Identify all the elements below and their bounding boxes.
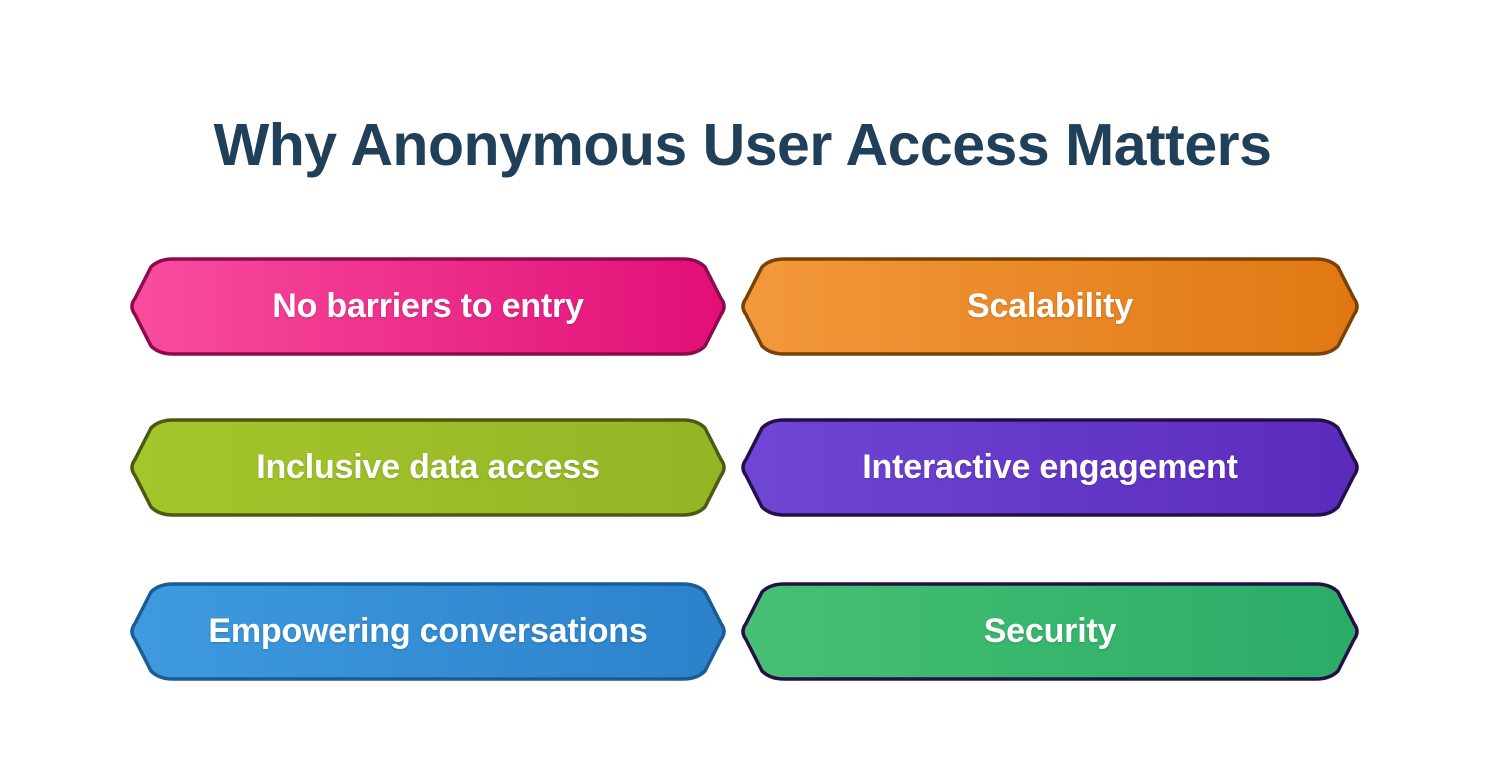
banner-inclusive-data-access[interactable]: Inclusive data access [129, 418, 727, 517]
banner-interactive-engagement[interactable]: Interactive engagement [740, 418, 1360, 517]
banner-no-barriers-to-entry[interactable]: No barriers to entry [129, 257, 727, 356]
banner-shape [130, 257, 726, 356]
banner-shape [130, 418, 726, 517]
page-title: Why Anonymous User Access Matters [213, 111, 1272, 178]
banner-shape [741, 582, 1359, 681]
banner-empowering-conversations[interactable]: Empowering conversations [129, 582, 727, 681]
banner-shape [741, 257, 1359, 356]
banner-shape [741, 418, 1359, 517]
banner-security[interactable]: Security [740, 582, 1360, 681]
banner-scalability[interactable]: Scalability [740, 257, 1360, 356]
banner-shape [130, 582, 726, 681]
